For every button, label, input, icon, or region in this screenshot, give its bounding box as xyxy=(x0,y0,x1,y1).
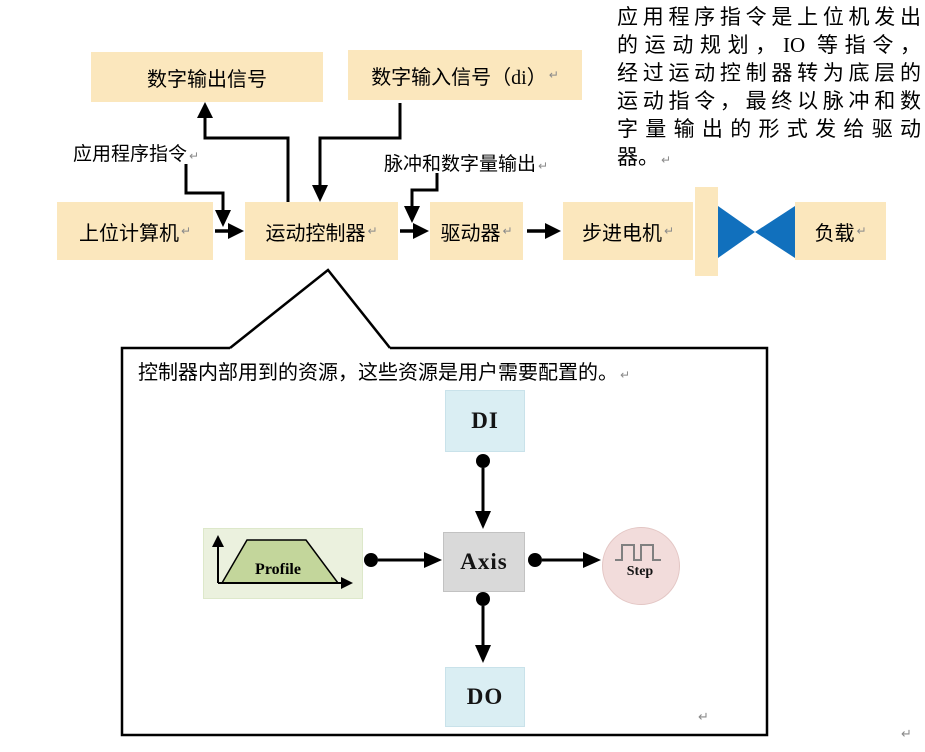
digital-output-box: 数字输出信号 xyxy=(91,52,323,102)
paragraph-line: 字量输出的形式发给驱动 xyxy=(617,117,921,141)
digital-input-label: 数字输入信号（di） xyxy=(371,66,547,89)
connector-axis-to-step xyxy=(528,552,601,568)
digital-output-label: 数字输出信号 xyxy=(147,68,267,91)
di-box: DI xyxy=(445,390,525,452)
paragraph-mark: ↵ xyxy=(548,68,559,82)
paragraph-line: 应用程序指令是上位机发出 xyxy=(617,5,921,29)
resources-caption: 控制器内部用到的资源，这些资源是用户需要配置的。↵ xyxy=(138,362,631,384)
paragraph-mark: ↵ xyxy=(189,149,200,163)
connector-di-to-axis xyxy=(475,454,491,529)
profile-trapezoid-icon xyxy=(212,535,353,589)
paragraph-mark: ↵ xyxy=(901,727,912,742)
pulse-wave-icon xyxy=(615,544,661,561)
paragraph-mark: ↵ xyxy=(661,153,672,167)
paragraph-line: 经过运动控制器转为底层的 xyxy=(617,61,921,85)
host-computer-box: 上位计算机↵ xyxy=(57,202,213,260)
paragraph-line: 器。↵ xyxy=(617,145,672,169)
connector-profile-to-axis xyxy=(364,552,442,568)
profile-label: Profile xyxy=(255,561,301,578)
arrow-host-to-controller xyxy=(215,223,244,239)
arrow-pulse-output-pointer xyxy=(404,173,439,223)
motion-controller-box: 运动控制器↵ xyxy=(245,202,398,260)
connector-axis-to-do xyxy=(475,592,491,663)
paragraph-mark: ↵ xyxy=(180,224,192,238)
app-command-label: 应用程序指令↵ xyxy=(73,144,200,165)
paragraph-mark: ↵ xyxy=(502,224,513,238)
step-label: Step xyxy=(626,564,654,579)
paragraph-line: 的运动规划，IO 等指令， xyxy=(617,33,921,57)
digital-input-box: 数字输入信号（di）↵ xyxy=(348,50,582,100)
axis-box: Axis xyxy=(443,532,525,592)
arrow-driver-to-stepper xyxy=(527,223,561,239)
paragraph-mark: ↵ xyxy=(856,224,867,238)
arrow-app-command-pointer xyxy=(184,164,231,227)
coupling-bowtie-icon xyxy=(718,206,795,258)
paragraph-mark: ↵ xyxy=(367,224,378,238)
do-box: DO xyxy=(445,667,525,727)
paragraph-line: 运动指令，最终以脉冲和数 xyxy=(617,89,921,113)
resources-frame xyxy=(120,268,769,737)
coupling-flange xyxy=(695,187,718,276)
paragraph-mark: ↵ xyxy=(538,159,549,173)
arrow-controller-to-digital-output xyxy=(197,102,290,202)
load-box: 负载↵ xyxy=(795,202,886,260)
driver-box: 驱动器↵ xyxy=(430,202,523,260)
annotation-paragraph: 应用程序指令是上位机发出 的运动规划，IO 等指令， 经过运动控制器转为底层的 … xyxy=(617,3,921,174)
step-circle xyxy=(602,527,680,605)
stepper-motor-box: 步进电机↵ xyxy=(563,202,693,260)
pulse-output-label: 脉冲和数字量输出↵ xyxy=(384,154,549,175)
paragraph-mark: ↵ xyxy=(698,710,709,725)
paragraph-mark: ↵ xyxy=(620,368,631,382)
arrow-controller-to-driver xyxy=(400,223,429,239)
paragraph-mark: ↵ xyxy=(663,224,675,238)
arrow-digital-input-to-controller xyxy=(312,103,402,202)
